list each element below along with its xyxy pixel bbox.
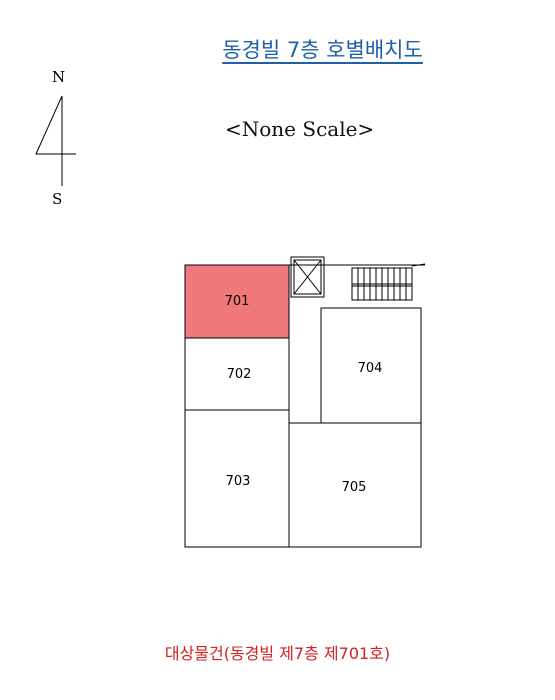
stairs-icon: [351, 263, 426, 301]
unit-703-label: 703: [226, 474, 251, 489]
unit-703[interactable]: [184, 409, 290, 548]
compass-arrow-icon: [35, 95, 76, 186]
target-property-caption: 대상물건(동경빌 제7층 제701호): [164, 644, 391, 663]
unit-705-label: 705: [342, 480, 367, 495]
unit-702[interactable]: [184, 337, 290, 411]
compass-south-label: S: [52, 190, 63, 208]
corridor-outline: [288, 264, 425, 547]
unit-704[interactable]: [320, 307, 422, 424]
unit-701-label: 701: [225, 294, 250, 309]
plan-title: 동경빌 7층 호별배치도: [222, 38, 423, 62]
unit-702-label: 702: [227, 367, 252, 382]
unit-704-label: 704: [358, 361, 383, 376]
scale-note: <None Scale>: [225, 117, 375, 141]
unit-705[interactable]: [288, 422, 422, 548]
elevator-icon: [290, 256, 325, 298]
compass-north-label: N: [52, 68, 66, 86]
